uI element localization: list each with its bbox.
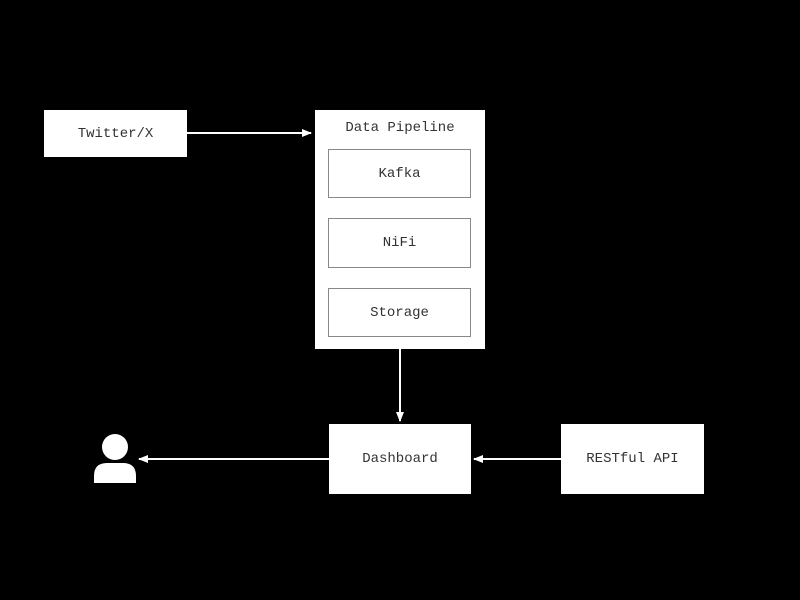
storage-label: Storage xyxy=(370,304,429,321)
dashboard-label: Dashboard xyxy=(362,451,438,467)
restful-api-label: RESTful API xyxy=(586,451,679,467)
nifi-label: NiFi xyxy=(382,235,417,251)
twitter-source-label: Twitter/X xyxy=(77,125,154,142)
dashboard-node: Dashboard xyxy=(329,424,471,494)
twitter-source-node: Twitter/X xyxy=(44,110,187,157)
restful-api-node: RESTful API xyxy=(561,424,704,494)
nifi-node: NiFi xyxy=(328,218,471,268)
kafka-node: Kafka xyxy=(328,149,471,198)
storage-node: Storage xyxy=(328,288,471,337)
data-pipeline-group: Data Pipeline Kafka NiFi Storage xyxy=(315,110,485,349)
data-pipeline-title: Data Pipeline xyxy=(345,120,455,136)
kafka-label: Kafka xyxy=(378,165,421,182)
user-icon xyxy=(94,434,136,483)
